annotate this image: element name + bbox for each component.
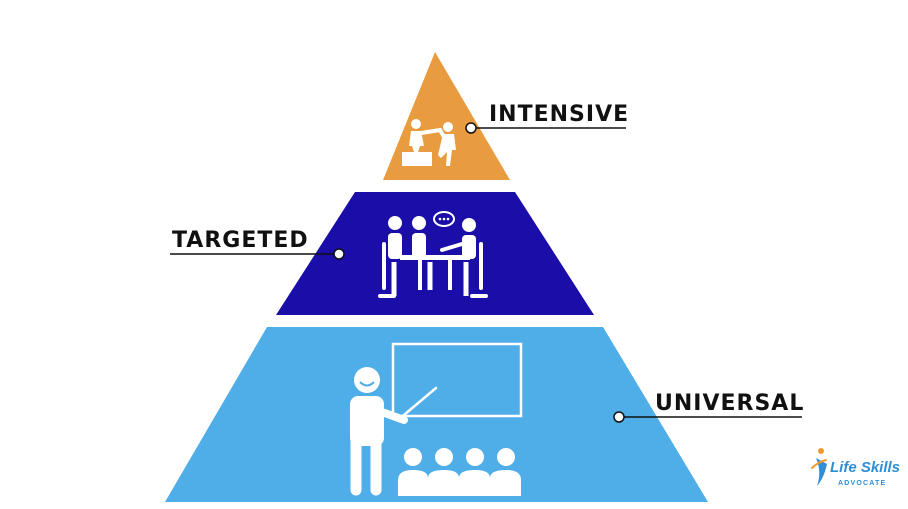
logo-line1: Life Skills	[830, 459, 900, 476]
figure-logo-icon	[811, 448, 827, 486]
logo-line2: ADVOCATE	[838, 480, 886, 487]
callout-targeted: TARGETED	[170, 228, 345, 260]
targeted-segment	[276, 192, 594, 315]
callout-dot	[613, 411, 625, 423]
universal-segment	[165, 327, 708, 502]
helping-hand-icon	[402, 119, 456, 166]
callout-dot	[465, 122, 477, 134]
classroom-teacher-icon	[350, 342, 523, 496]
intensive-label: INTENSIVE	[489, 102, 629, 127]
tier-targeted	[276, 192, 594, 315]
life-skills-advocate-logo: Life Skills ADVOCATE	[811, 448, 900, 487]
callout-universal: UNIVERSAL	[613, 391, 804, 423]
callout-intensive: INTENSIVE	[465, 102, 629, 134]
universal-label: UNIVERSAL	[655, 391, 804, 416]
callout-dot	[333, 248, 345, 260]
tier-intensive	[383, 52, 510, 180]
tier-universal	[165, 327, 708, 502]
small-group-meeting-icon	[378, 211, 488, 298]
targeted-label: TARGETED	[172, 228, 309, 253]
